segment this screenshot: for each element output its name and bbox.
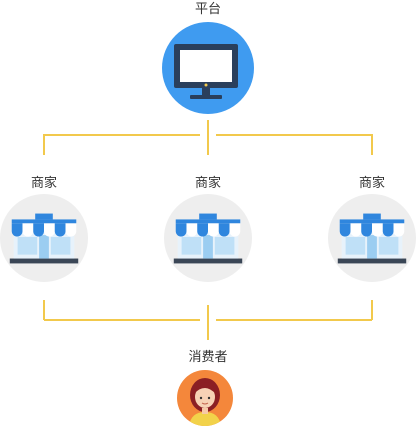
monitor-icon <box>174 44 238 99</box>
platform-node <box>162 22 254 114</box>
merchant-3-node <box>328 194 416 282</box>
consumer-node <box>177 370 233 426</box>
storefront-icon <box>164 194 252 282</box>
user-avatar-icon <box>189 378 221 426</box>
merchant-1-node <box>0 194 88 282</box>
consumer-label: 消费者 <box>188 350 228 365</box>
platform-label: 平台 <box>194 2 221 17</box>
merchant-3-label: 商家 <box>358 176 385 191</box>
storefront-icon <box>328 194 416 282</box>
merchant-2-label: 商家 <box>194 176 221 191</box>
merchant-2-node <box>164 194 252 282</box>
merchant-1-label: 商家 <box>30 176 57 191</box>
storefront-icon <box>0 194 88 282</box>
